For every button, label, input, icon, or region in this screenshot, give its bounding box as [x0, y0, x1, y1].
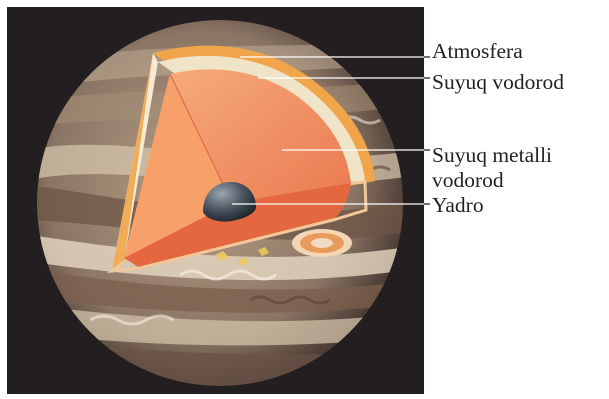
label-liquid-hydrogen: Suyuq vodorod	[432, 70, 564, 94]
label-metallic-hydrogen-line1: Suyuq metalli	[432, 143, 552, 167]
label-atmosphere: Atmosfera	[432, 39, 523, 63]
label-metallic-hydrogen-line2: vodorod	[432, 168, 504, 192]
label-core: Yadro	[432, 193, 484, 217]
great-red-spot	[292, 229, 352, 257]
